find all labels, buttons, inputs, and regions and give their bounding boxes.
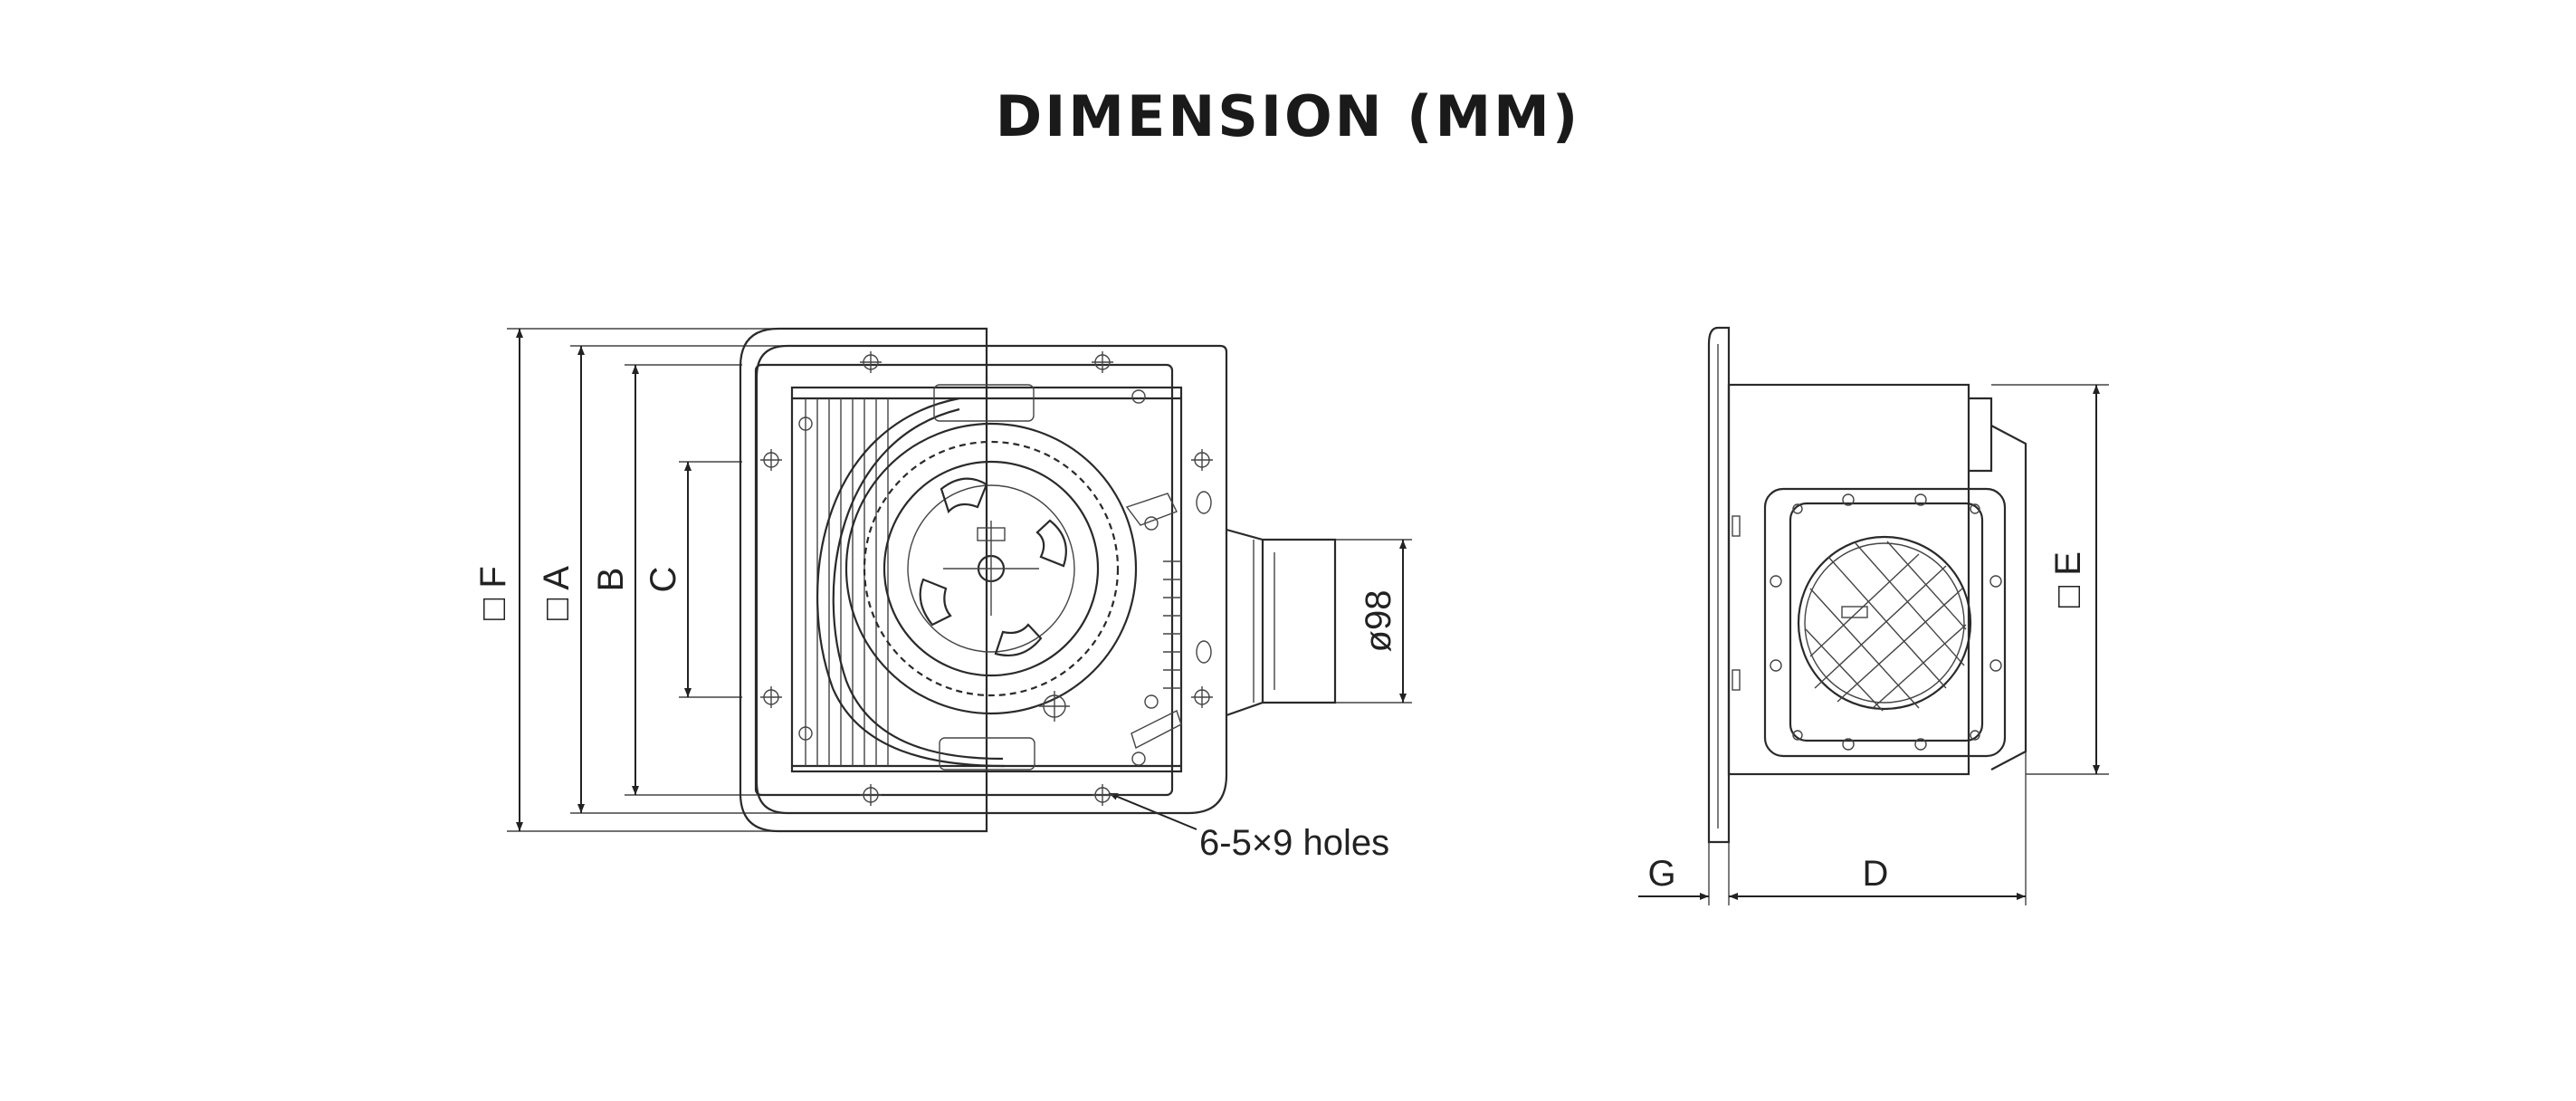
blower-wheel bbox=[816, 384, 1138, 771]
front-right-details bbox=[1125, 491, 1212, 750]
dim-label-c: C bbox=[644, 567, 683, 593]
page-title: DIMENSION (MM) bbox=[995, 83, 1581, 149]
side-housing bbox=[1707, 326, 2027, 844]
side-extension-lines bbox=[1708, 384, 2109, 905]
side-dimension-lines bbox=[1638, 385, 2100, 900]
front-dimension-lines bbox=[516, 329, 1407, 831]
side-outlet-grid bbox=[1805, 541, 1967, 712]
diameter-label: ø98 bbox=[1359, 590, 1398, 653]
dim-label-f: □ F bbox=[473, 566, 513, 620]
dim-label-d: D bbox=[1863, 854, 1889, 894]
holes-label: 6-5×9 holes bbox=[1199, 823, 1389, 863]
dim-label-b: B bbox=[591, 568, 631, 592]
front-outline bbox=[739, 327, 1228, 833]
side-view: G D □ E bbox=[1638, 326, 2109, 905]
front-screws bbox=[760, 351, 1213, 806]
duct-outlet bbox=[1226, 528, 1337, 717]
dim-label-a: □ A bbox=[537, 566, 577, 620]
front-view: □ F □ A B C ø98 6-5×9 holes bbox=[473, 327, 1412, 863]
dim-label-e: □ E bbox=[2048, 551, 2088, 608]
dim-label-g: G bbox=[1647, 854, 1675, 894]
side-screws bbox=[1732, 493, 2002, 751]
front-louvers bbox=[805, 398, 889, 766]
